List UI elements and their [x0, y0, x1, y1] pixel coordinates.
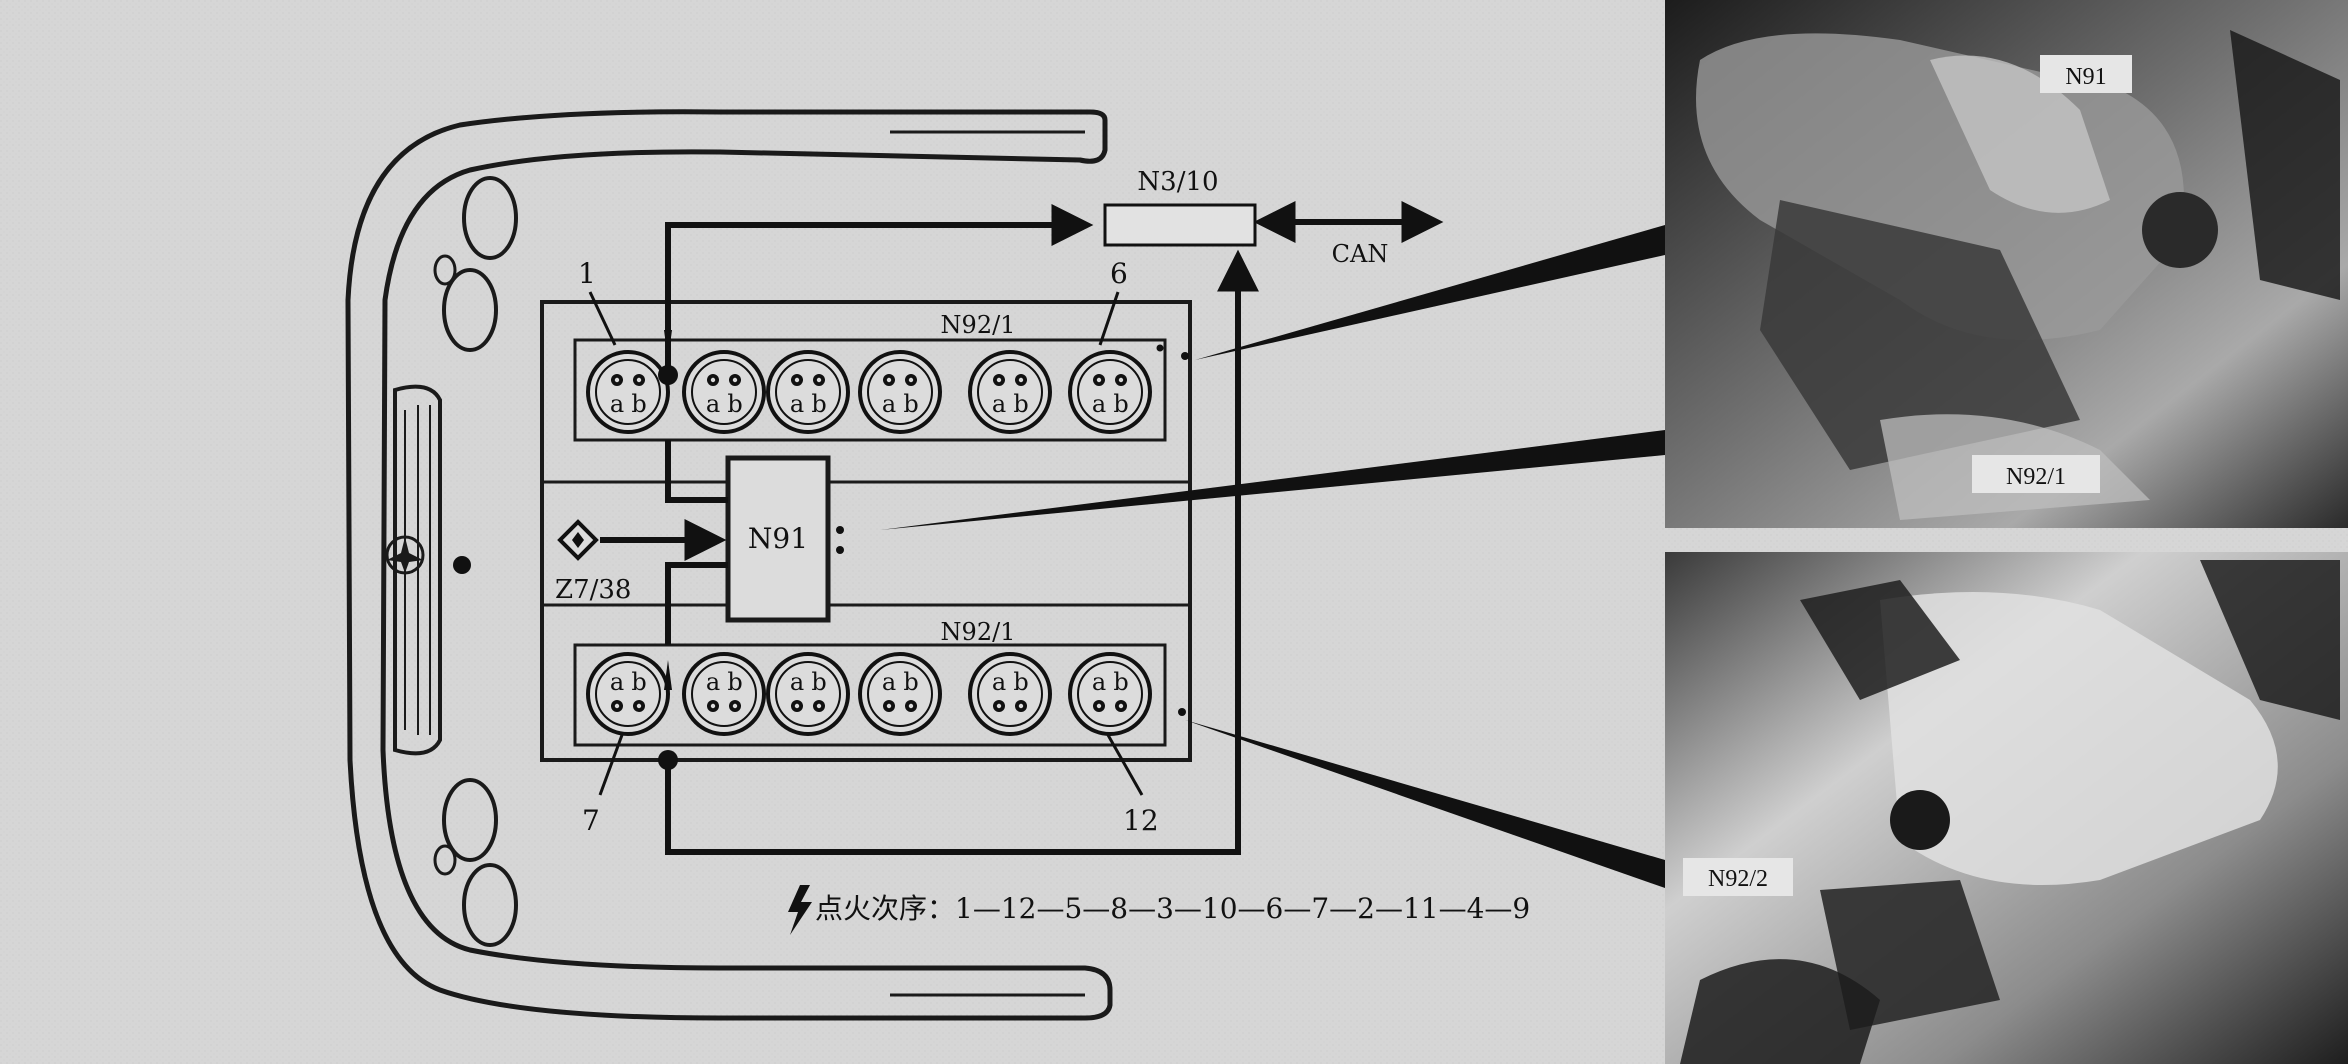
coil-terminal-label: b	[811, 668, 826, 696]
photo-top-label-n91: N91	[2065, 64, 2106, 90]
z7-38-label: Z7/38	[555, 575, 631, 605]
bank-dot	[1156, 344, 1164, 352]
lightning-bolt-icon	[788, 885, 812, 935]
emblem-icon	[387, 537, 423, 573]
engine-frame	[540, 300, 1192, 762]
callout-7: 7	[582, 804, 600, 837]
coil-terminal-label: b	[727, 390, 742, 418]
photo-bottom: N92/2	[1665, 552, 2348, 1064]
coil-terminal-label: a	[706, 390, 720, 418]
coil-terminal-label: a	[706, 668, 720, 696]
coil-terminal-label: a	[992, 390, 1006, 418]
coil-terminal-label: a	[992, 668, 1006, 696]
n3-10-controller	[1103, 203, 1257, 247]
photo-pointers	[880, 225, 1665, 888]
can-label: CAN	[1332, 240, 1389, 268]
coil-terminal-label: b	[1013, 668, 1028, 696]
arrow-icon-2	[664, 660, 672, 690]
coil-terminal-label: a	[790, 390, 804, 418]
wiring	[600, 201, 1444, 855]
callout-1: 1	[578, 257, 596, 290]
coil-terminal-label: a	[790, 668, 804, 696]
callout-12: 12	[1123, 804, 1159, 837]
sensor-core-icon	[572, 532, 584, 548]
bank-dot-3	[1178, 708, 1186, 716]
upper-bank-label: N92/1	[941, 311, 1016, 339]
coil-terminal-label: b	[631, 668, 646, 696]
n91-dot-2	[836, 546, 844, 554]
car-outline	[345, 109, 1113, 1021]
bank-dot-2	[1181, 352, 1189, 360]
photo-bottom-label-n92-2: N92/2	[1708, 866, 1768, 892]
n3-10-label: N3/10	[1137, 167, 1218, 197]
coil-terminal-label: b	[727, 668, 742, 696]
coil-terminal-label: b	[631, 390, 646, 418]
firing-order-prefix: 点火次序：	[815, 892, 955, 925]
coil-terminal-label: a	[610, 390, 624, 418]
coil-terminal-label: b	[1013, 390, 1028, 418]
junction-dot	[658, 365, 678, 385]
lower-bank-label: N92/1	[941, 618, 1016, 646]
n91-dot	[836, 526, 844, 534]
coil-terminal-label: b	[1113, 390, 1128, 418]
coil-terminal-label: a	[610, 668, 624, 696]
leaders	[588, 291, 1144, 796]
photo-top: N91 N92/1	[1665, 0, 2348, 528]
coil-terminal-label: a	[1092, 390, 1106, 418]
coil-terminal-label: b	[1113, 668, 1128, 696]
callout-6: 6	[1110, 257, 1128, 290]
coil-terminal-label: b	[903, 390, 918, 418]
junction-dot-2	[658, 750, 678, 770]
coil-terminal-label: b	[903, 668, 918, 696]
photo-top-label-n92-1: N92/1	[2006, 464, 2066, 490]
coil-terminal-label: a	[882, 668, 896, 696]
n91-label: N91	[748, 522, 808, 555]
coil-terminal-label: a	[882, 390, 896, 418]
reference-dot	[453, 556, 471, 574]
coil-terminal-label: a	[1092, 668, 1106, 696]
coil-terminal-label: b	[811, 390, 826, 418]
firing-order-sequence: 1—12—5—8—3—10—6—7—2—11—4—9	[955, 892, 1530, 925]
n91-module-box	[725, 455, 831, 623]
arrow-icon	[664, 330, 672, 360]
